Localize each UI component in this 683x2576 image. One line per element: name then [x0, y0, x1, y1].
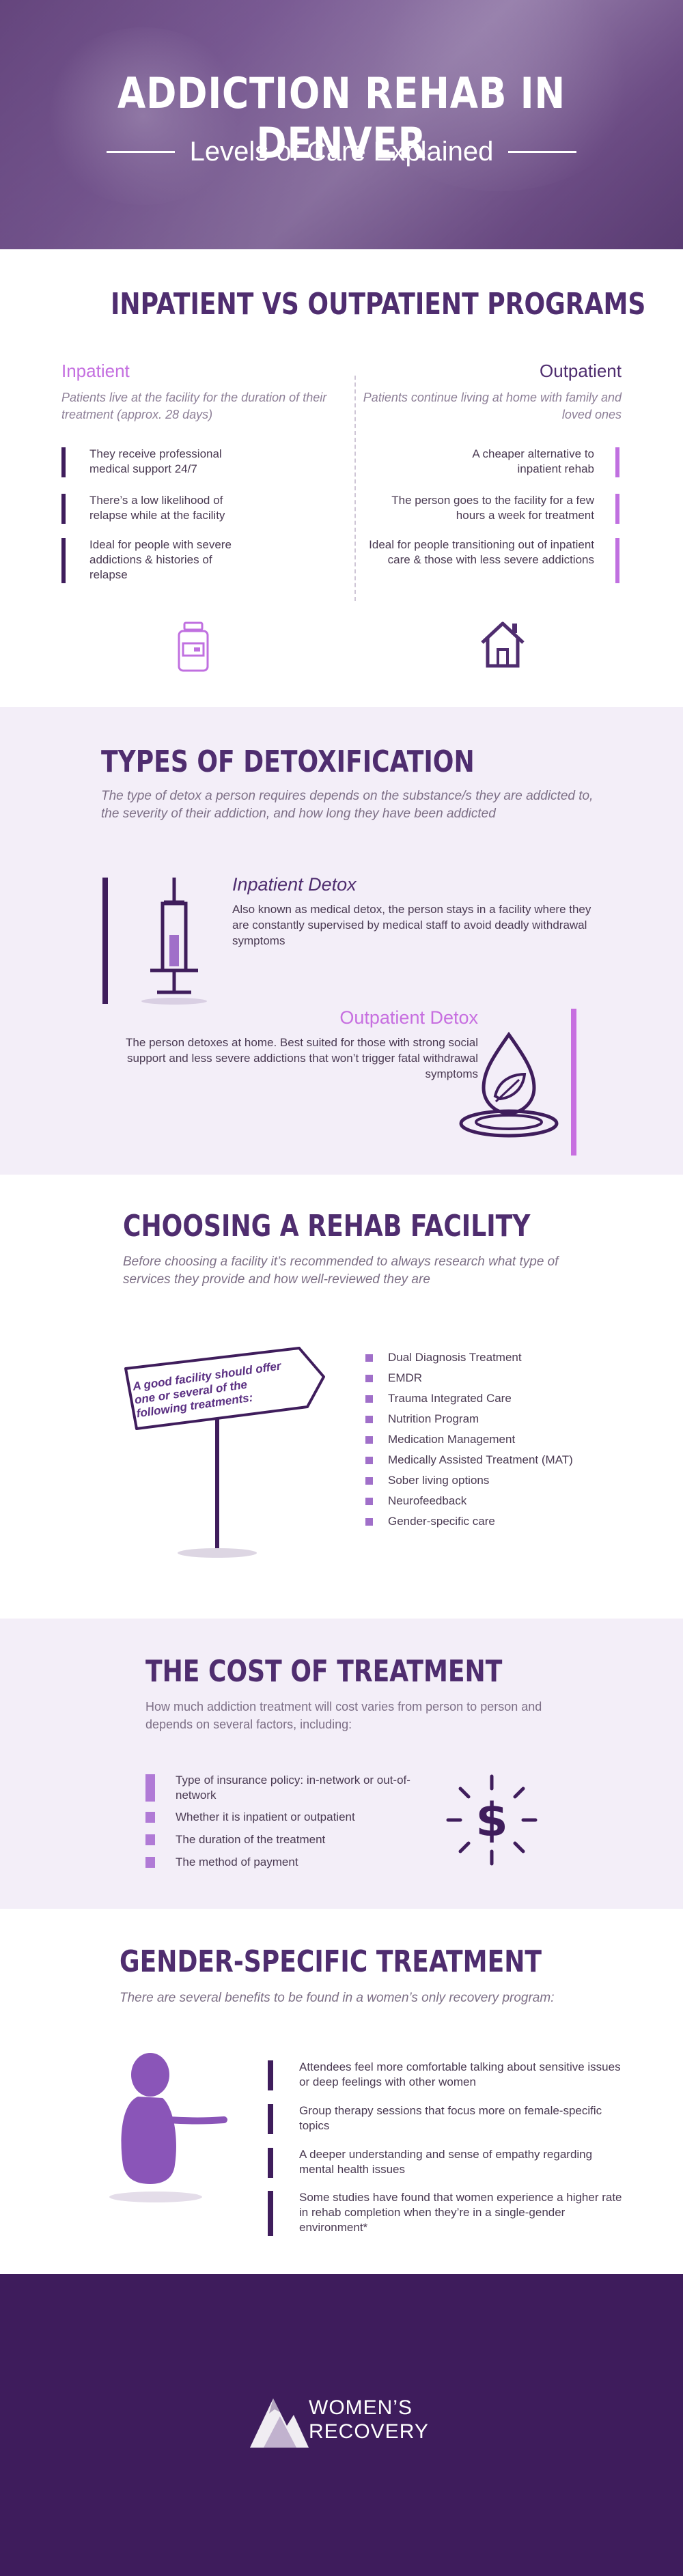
outpatient-item: The person goes to the facility for a fe…: [391, 494, 594, 522]
section-title: CHOOSING A REHAB FACILITY: [123, 1209, 531, 1244]
treatment-list: Dual Diagnosis Treatment EMDR Trauma Int…: [365, 1347, 573, 1532]
outpatient-item: A cheaper alternative to inpatient rehab: [472, 447, 594, 475]
bullet-bar: [615, 447, 619, 477]
section-title: TYPES OF DETOXIFICATION: [101, 744, 475, 779]
rehab-facility-section: CHOOSING A REHAB FACILITY Before choosin…: [0, 1175, 683, 1619]
inpatient-detox-title: Inpatient Detox: [232, 874, 357, 895]
bullet-bar: [268, 2148, 273, 2178]
bullet-bar: [61, 447, 66, 477]
treatment-item: Dual Diagnosis Treatment: [365, 1347, 573, 1368]
treatment-item: Trauma Integrated Care: [365, 1388, 573, 1409]
bullet-square: [365, 1476, 373, 1485]
bullet-bar: [615, 538, 619, 583]
bullet-bar: [145, 1857, 155, 1868]
treatment-item: Neurofeedback: [365, 1491, 573, 1511]
bullet-bar: [615, 494, 619, 524]
outpatient-item: Ideal for people transitioning out of in…: [369, 538, 594, 566]
treatment-item: EMDR: [365, 1368, 573, 1388]
bullet-bar: [145, 1834, 155, 1845]
bullet-bar: [145, 1812, 155, 1823]
benefit-item: Group therapy sessions that focus more o…: [299, 2104, 602, 2132]
treatment-item: Medically Assisted Treatment (MAT): [365, 1450, 573, 1470]
house-icon: [481, 621, 525, 668]
mountain-logo-icon: [250, 2398, 309, 2448]
bullet-square: [365, 1395, 373, 1403]
section-intro: There are several benefits to be found i…: [120, 1991, 555, 2005]
accent-bar: [571, 1009, 576, 1156]
hero-banner: ADDICTION REHAB IN DENVER Levels of Care…: [0, 0, 683, 249]
detox-section: TYPES OF DETOXIFICATION The type of deto…: [0, 707, 683, 1175]
outpatient-description: Patients continue living at home with fa…: [363, 391, 622, 421]
benefit-item: Attendees feel more comfortable talking …: [299, 2060, 621, 2088]
inpatient-item: They receive professional medical suppor…: [89, 447, 222, 475]
outpatient-heading: Outpatient: [540, 361, 622, 381]
section-title: INPATIENT VS OUTPATIENT PROGRAMS: [111, 287, 646, 322]
treatment-item: Sober living options: [365, 1470, 573, 1491]
bullet-bar: [61, 538, 66, 583]
inpatient-vs-outpatient-section: INPATIENT VS OUTPATIENT PROGRAMS Inpatie…: [0, 249, 683, 707]
section-intro: How much addiction treatment will cost v…: [145, 1700, 542, 1731]
leaf-drop-icon: [459, 1031, 559, 1138]
bullet-bar: [268, 2104, 273, 2134]
cost-factor: Type of insurance policy: in-network or …: [176, 1774, 410, 1802]
treatment-item: Nutrition Program: [365, 1409, 573, 1429]
bullet-square: [365, 1497, 373, 1505]
treatment-item: Medication Management: [365, 1429, 573, 1450]
section-intro: Before choosing a facility it’s recommen…: [123, 1255, 559, 1287]
woman-figure-icon: [109, 2053, 227, 2202]
outpatient-detox-description: The person detoxes at home. Best suited …: [126, 1036, 478, 1080]
svg-text:$: $: [475, 1793, 507, 1847]
accent-bar: [102, 878, 108, 1004]
inpatient-item: Ideal for people with severe addictions …: [89, 538, 232, 581]
divider-line: [508, 151, 577, 153]
hero-subtitle-row: Levels of Care Explained: [0, 137, 683, 167]
section-title: GENDER-SPECIFIC TREATMENT: [120, 1944, 542, 1979]
medicine-bottle-icon: [178, 621, 209, 672]
column-divider: [354, 376, 356, 601]
cost-factor: The duration of the treatment: [176, 1833, 326, 1846]
inpatient-item: There’s a low likelihood of relapse whil…: [89, 494, 225, 522]
bullet-square: [365, 1436, 373, 1444]
hero-title: ADDICTION REHAB IN DENVER: [117, 68, 566, 168]
bullet-bar: [268, 2060, 273, 2090]
bullet-bar: [268, 2191, 273, 2236]
outpatient-detox-title: Outpatient Detox: [339, 1007, 478, 1028]
benefit-item: Some studies have found that women exper…: [299, 2191, 622, 2234]
bullet-square: [365, 1374, 373, 1382]
hero-subtitle: Levels of Care Explained: [189, 137, 494, 167]
bullet-square: [365, 1415, 373, 1423]
cost-factor: The method of payment: [176, 1856, 298, 1868]
bullet-bar: [61, 494, 66, 524]
inpatient-heading: Inpatient: [61, 361, 130, 381]
syringe-icon: [141, 878, 207, 1005]
treatment-item: Gender-specific care: [365, 1511, 573, 1532]
divider-line: [106, 151, 175, 153]
inpatient-description: Patients live at the facility for the du…: [61, 391, 327, 421]
bullet-square: [365, 1456, 373, 1464]
dollar-icon: $: [446, 1774, 538, 1866]
brand-logo-text: WOMEN’S RECOVERY: [309, 2396, 429, 2443]
cost-section: THE COST OF TREATMENT How much addiction…: [0, 1619, 683, 1909]
signpost-icon: [124, 1347, 325, 1558]
gender-specific-section: GENDER-SPECIFIC TREATMENT There are seve…: [0, 1909, 683, 2274]
benefit-item: A deeper understanding and sense of empa…: [299, 2148, 593, 2176]
footer: WOMEN’S RECOVERY: [0, 2274, 683, 2576]
cost-factor: Whether it is inpatient or outpatient: [176, 1810, 355, 1823]
bullet-bar: [145, 1774, 155, 1802]
section-intro: The type of detox a person requires depe…: [101, 789, 594, 821]
inpatient-detox-description: Also known as medical detox, the person …: [232, 903, 591, 947]
bullet-square: [365, 1354, 373, 1362]
section-title: THE COST OF TREATMENT: [145, 1654, 503, 1689]
bullet-square: [365, 1517, 373, 1526]
